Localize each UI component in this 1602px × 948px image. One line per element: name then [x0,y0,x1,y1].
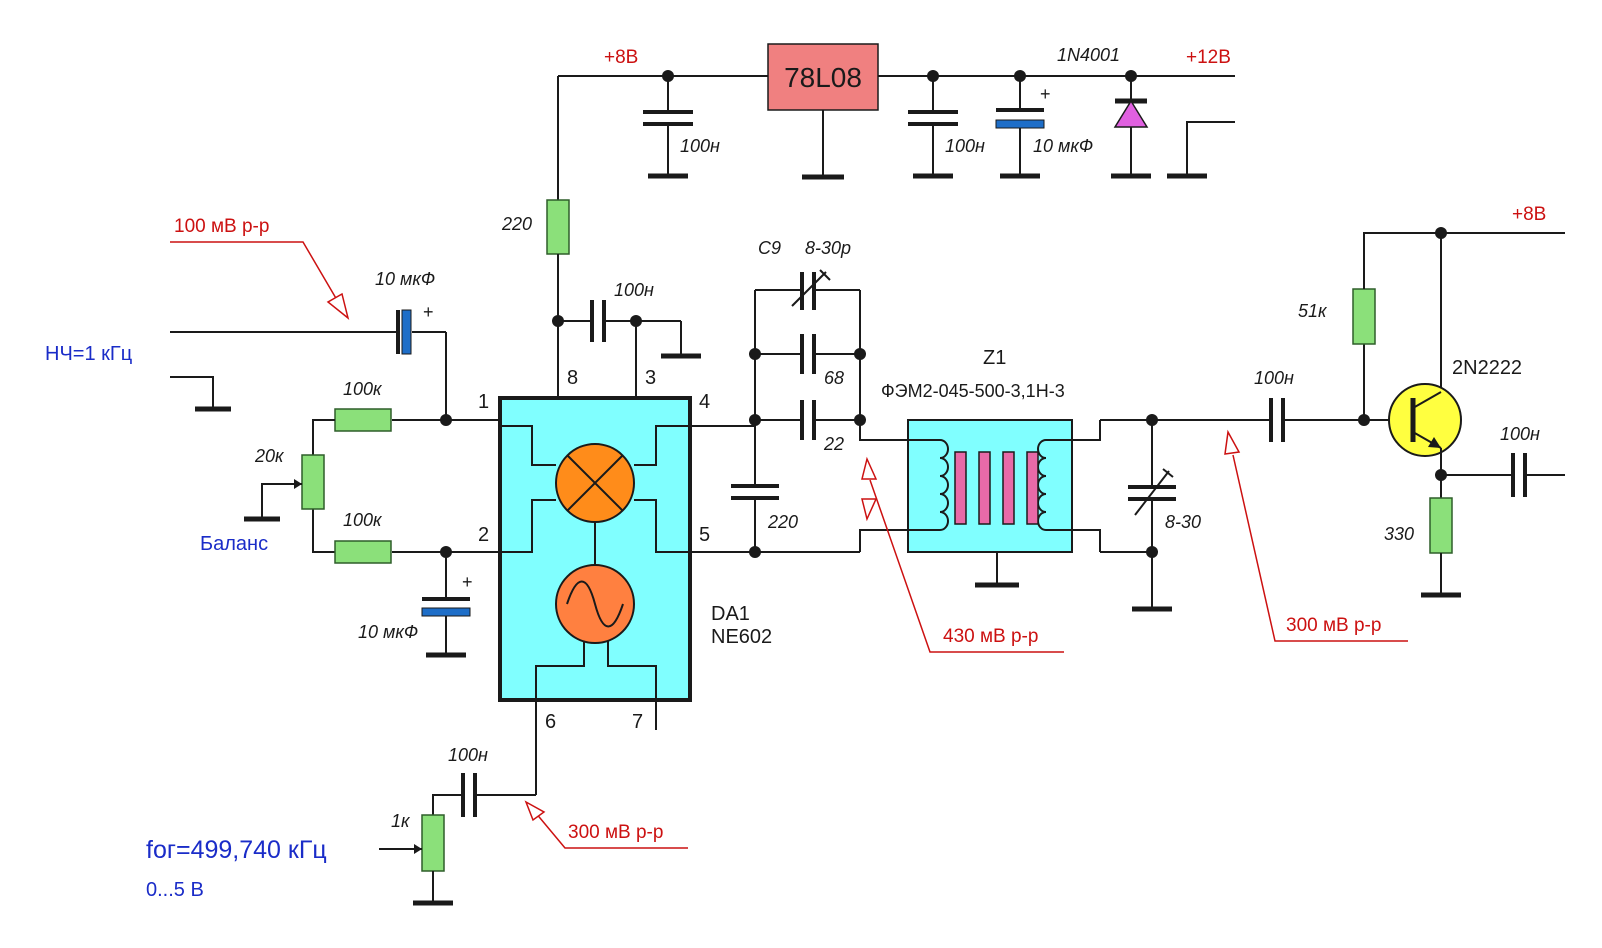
label-pin3: 3 [645,367,656,389]
label-c-100n-b: 100н [945,136,985,156]
label-plus8-right: +8В [1512,204,1546,225]
resistor-51k [1352,288,1376,345]
label-c220: 220 [767,512,798,532]
label-da1: DA1 [711,603,750,625]
label-range: 0...5 В [146,879,204,901]
label-c-10u-bottom: 10 мкФ [358,622,418,642]
label-pin4: 4 [699,391,710,413]
label-r100k-b: 100к [343,510,383,530]
label-c9: C9 [758,238,781,258]
power-supply [557,43,1235,200]
resistor-330 [1429,497,1453,554]
filter-z1 [872,419,1101,588]
resistor-220 [546,199,570,255]
label-c-100n-emitter: 100н [1500,424,1540,444]
transistor-icon [1388,383,1462,457]
label-transistor: 2N2222 [1452,357,1522,379]
oscillator-input [379,773,536,906]
diode-icon [1113,99,1149,128]
ic-da1-ne602 [498,396,692,702]
label-c68: 68 [824,368,844,388]
output-network [731,269,872,558]
supply-to-ic [546,199,701,398]
label-c-100n-osc: 100н [448,745,488,765]
label-pin5: 5 [699,524,710,546]
label-c-100n-out: 100н [1254,368,1294,388]
emitter-follower [1352,227,1565,598]
label-pin7: 7 [632,711,643,733]
label-c9-val: 8-30р [805,238,851,258]
label-pin1: 1 [478,391,489,413]
input-section [170,309,500,658]
label-balance: Баланс [200,533,268,555]
label-pin6: 6 [545,711,556,733]
label-level-osc: 300 мВ р-р [568,822,663,843]
label-r20k: 20к [254,446,285,466]
label-r1k: 1к [391,811,411,831]
label-lf-input: НЧ=1 кГц [45,343,132,365]
label-r220: 220 [501,214,532,234]
label-r100k-a: 100к [343,379,383,399]
regulator-78l08 [767,43,879,111]
label-pin2: 2 [478,524,489,546]
label-c22: 22 [823,434,844,454]
mixer-icon [555,443,635,523]
label-in-level: 100 мВ р-р [174,216,269,237]
label-plus8-top: +8В [604,47,638,68]
level-annotations [170,241,1408,849]
label-z1-part: ФЭМ2-045-500-3,1Н-3 [881,381,1065,401]
label-c-10u-top: 10 мкФ [1033,136,1093,156]
label-plus-top: + [1040,84,1051,104]
potentiometer-1k [421,814,445,872]
label-r51k: 51к [1298,301,1328,321]
label-level-mix: 430 мВ р-р [943,626,1038,647]
label-trim-830: 8-30 [1165,512,1201,532]
label-plus12: +12В [1186,47,1231,68]
label-r330: 330 [1384,524,1414,544]
label-diode: 1N4001 [1057,45,1120,65]
label-c-100n-pin8: 100н [614,280,654,300]
label-pin8: 8 [567,367,578,389]
label-fog: fог=499,740 кГц [146,836,327,864]
label-c-10u-in: 10 мкФ [375,269,435,289]
label-plus-in: + [423,302,434,322]
sine-wave-icon [555,564,635,644]
label-level-filter: 300 мВ р-р [1286,615,1381,636]
label-plus-bottom: + [462,572,473,592]
label-ne602: NE602 [711,626,772,648]
label-c-100n-a: 100н [680,136,720,156]
resistor-100k-a [334,408,392,432]
label-regulator: 78L08 [784,62,862,93]
label-z1: Z1 [983,347,1006,369]
potentiometer-20k [301,454,325,510]
resistor-100k-b [334,540,392,564]
